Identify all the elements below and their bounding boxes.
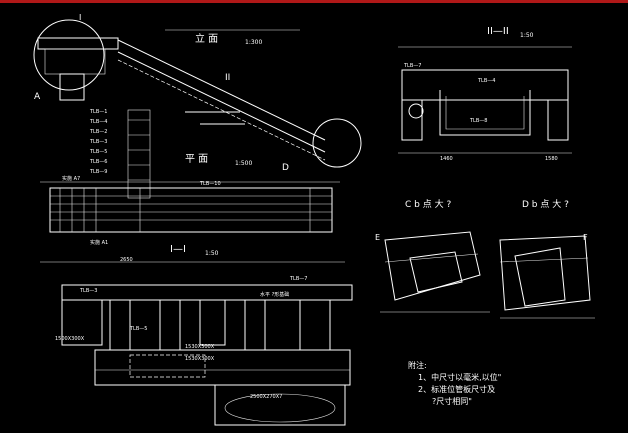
label-tlb-5: TLB—5: [89, 149, 107, 155]
s2-left-wall: [401, 99, 423, 141]
section-2-title: II—II: [487, 26, 509, 37]
elevation-view: [33, 19, 362, 199]
left-column: [59, 73, 85, 101]
plan-label-tlb-10: TLB—10: [199, 181, 221, 187]
notes-line-2: 2、标准位管板尺寸及: [418, 385, 496, 394]
marker-a: A: [34, 92, 41, 102]
label-tlb-2: TLB—2: [89, 129, 107, 135]
s1-top-slab: [61, 284, 353, 301]
s2-label-tlb-7: TLB—7: [403, 63, 421, 69]
s2-label-tlb-8: TLB—8: [469, 118, 487, 124]
s1-label-tlb-5: TLB—5: [129, 326, 147, 332]
plan-label-a1: 实施 A1: [90, 239, 108, 246]
marker-d: D: [282, 163, 289, 173]
label-tlb-9: TLB—9: [89, 169, 107, 175]
s1-label-tlb-7: TLB—7: [289, 276, 307, 282]
window-top-border: [0, 0, 628, 3]
s1-left-block: [61, 299, 103, 346]
detail-d-outline: [499, 235, 591, 311]
s1-label-pit-2: 1530X300X: [185, 344, 215, 350]
section-1-title: I—I: [170, 244, 186, 255]
s2-label-tlb-4: TLB—4: [477, 78, 495, 84]
stair-flight-hidden: [117, 59, 326, 161]
s1-label-pit-1: 1500X300X: [55, 336, 85, 342]
plan-outline: [49, 187, 333, 233]
label-tlb-1: TLB—1: [89, 109, 107, 115]
s2-right-wall: [547, 99, 569, 141]
detail-c-title: C b 点 大 ?: [405, 198, 451, 210]
detail-c-block: [409, 251, 463, 293]
stair-flight-mid: [117, 51, 326, 153]
plan-label-a7: 实施 A7: [62, 175, 80, 182]
marker-e: E: [375, 233, 380, 242]
marker-cut-1: I: [79, 13, 81, 22]
s1-section-note: 水平 ?形基础: [260, 291, 289, 298]
s2-dim-1580: 1580: [545, 156, 558, 162]
s1-pillar-1: [109, 299, 131, 351]
s1-bottom-ellipse: [224, 393, 336, 423]
s1-label-bottom-box: 2500X270X7: [250, 394, 282, 400]
elevation-column-b: [127, 109, 151, 199]
marker-cut-2: II: [225, 73, 230, 83]
detail-c-view: [380, 231, 490, 313]
elevation-title: 立 面: [195, 32, 218, 45]
label-tlb-3: TLB—3: [89, 139, 107, 145]
detail-d-block: [514, 247, 566, 307]
section-1-scale: 1:50: [205, 250, 219, 257]
notes-line-3: ?尺寸相同": [432, 397, 472, 406]
section-2-view: [398, 46, 572, 154]
detail-circle-d: [312, 118, 362, 168]
notes-heading: 附注:: [408, 361, 427, 370]
section-2-scale: 1:50: [520, 32, 534, 39]
s2-channel: [439, 90, 531, 136]
plan-title: 平 面: [185, 154, 208, 165]
label-tlb-6: TLB—6: [89, 159, 107, 165]
detail-c-outline: [384, 231, 481, 301]
s1-bottom-box: [214, 384, 346, 426]
s2-marker-circle: [408, 103, 424, 119]
detail-d-title: D b 点 大 ?: [522, 198, 569, 210]
notes-line-1: 1、中尺寸以毫米,以位": [418, 373, 502, 382]
s2-channel-inner: [445, 96, 525, 130]
plan-view: [40, 181, 340, 233]
s1-pillar-4: [244, 299, 266, 351]
s1-right-block: [299, 299, 331, 351]
s1-label-tlb-3: TLB—3: [79, 288, 97, 294]
label-tlb-4: TLB—4: [89, 119, 107, 125]
detail-c-line: [384, 253, 479, 263]
s1-label-pit-3: 1530X300X: [185, 356, 215, 362]
section-1-view: [40, 261, 353, 426]
landing-beam: [44, 48, 106, 75]
detail-d-view: [499, 235, 595, 319]
s2-dim-1460: 1460: [440, 156, 453, 162]
detail-d-line: [499, 257, 589, 263]
elevation-scale: 1:300: [245, 39, 262, 46]
detail-circle-a: [33, 19, 105, 91]
stair-flight-top: [117, 39, 326, 141]
marker-f: F: [583, 233, 588, 242]
s1-pillar-2: [159, 299, 181, 351]
top-landing: [37, 37, 119, 50]
s1-pit: [129, 354, 206, 378]
s1-dim-2650: 2650: [120, 257, 133, 263]
s1-pillar-3: [199, 299, 226, 346]
plan-scale: 1:500: [235, 160, 252, 167]
s2-top-slab: [401, 69, 569, 101]
